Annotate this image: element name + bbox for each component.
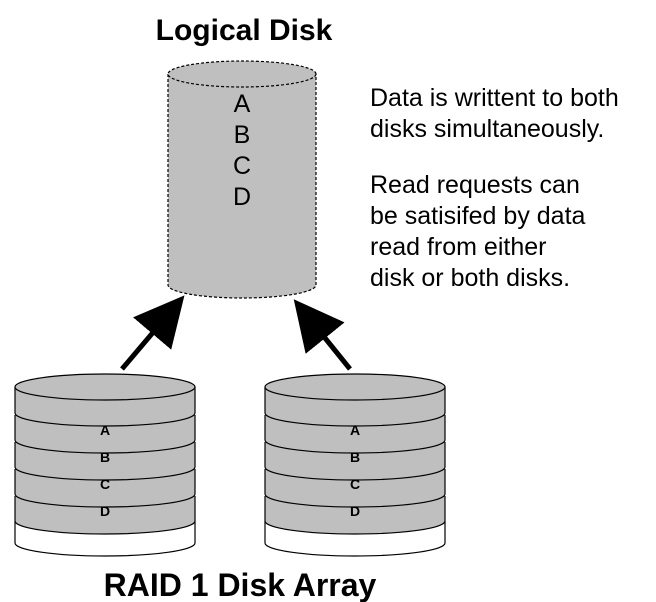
raid-array-title: RAID 1 Disk Array [104, 567, 377, 602]
arrow-left-disk-to-logical [120, 295, 185, 371]
description-line: read from either [370, 233, 546, 261]
logical-block-label: D [233, 183, 251, 211]
right-disk-block-label: C [350, 476, 360, 492]
logical-block-label: B [234, 121, 251, 149]
description-line: Read requests can [370, 171, 580, 199]
description-line: Data is writtent to both [370, 84, 619, 112]
left-disk-block-label: B [100, 449, 110, 465]
description-line: be satisifed by data [370, 202, 586, 230]
logical-disk-cylinder: A B C D [167, 60, 317, 299]
left-disk-block-label: A [100, 422, 110, 438]
logical-block-label: A [234, 90, 251, 118]
arrow-right-disk-to-logical [293, 299, 352, 371]
left-disk-block-label: D [100, 503, 110, 519]
physical-disk-right: A B C D [264, 373, 446, 557]
description-line: disks simultaneously. [370, 115, 604, 143]
description-text: Data is writtent to both disks simultane… [370, 84, 619, 292]
right-disk-block-label: D [350, 503, 360, 519]
logical-block-label: C [233, 152, 251, 180]
description-line: disk or both disks. [370, 264, 570, 292]
physical-disk-left: A B C D [14, 373, 196, 557]
left-disk-block-label: C [100, 476, 110, 492]
right-disk-block-label: B [350, 449, 360, 465]
right-disk-block-label: A [350, 422, 360, 438]
logical-disk-title: Logical Disk [156, 14, 333, 47]
